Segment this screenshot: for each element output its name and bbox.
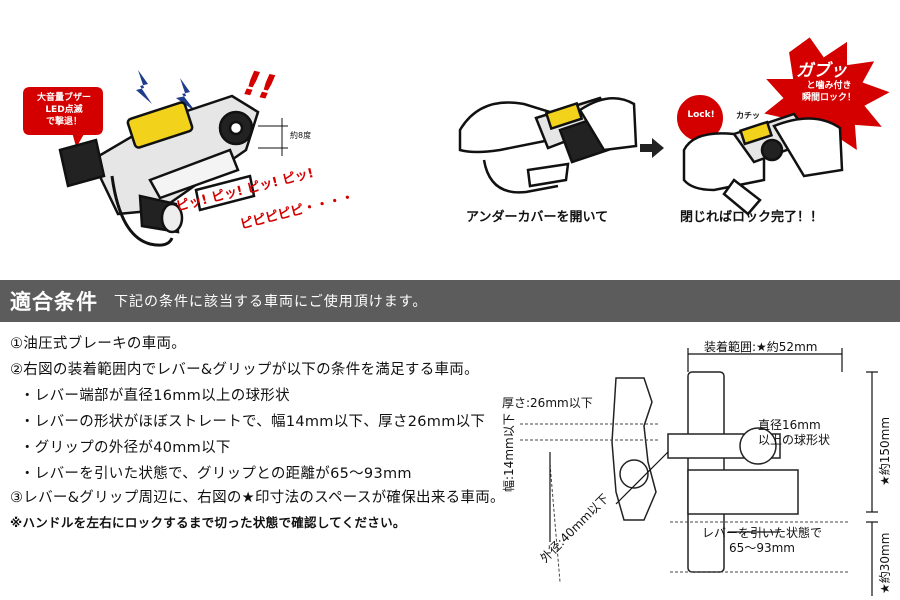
section-subtitle: 下記の条件に該当する車両にご使用頂けます。 [114,294,428,310]
buzzer-lock-illustration [21,70,288,247]
top-illustrations: 大音量ブザー LED点滅 で撃退！ 約8度 !! ピッ! ピッ! ピッ! ピッ!… [0,0,900,280]
condition-note: ※ハンドルを左右にロックするまで切った状態で確認してください。 [10,515,406,530]
height-30-label: ★約30mm [878,532,892,594]
open-cover-illustration [458,96,638,194]
condition-1: ①油圧式ブレーキの車両。 [10,336,187,352]
condition-2c: ・グリップの外径が40mm以下 [20,440,231,456]
arrow-right-icon [640,138,664,158]
buzzer-speech-text: 大音量ブザー LED点滅 で撃退！ [36,93,91,127]
condition-2d: ・レバーを引いた状態で、グリップとの距離が65〜93mm [20,466,412,482]
height-150-label: ★約150mm [878,416,892,486]
burst-big-text: ガブッ [796,61,847,81]
lever-distance-label: レバーを引いた状態で 65〜93mm [702,526,823,555]
conditions-area: ①油圧式ブレーキの車両。 ②右図の装着範囲内でレバー&グリップが以下の条件を満足… [0,322,900,600]
condition-2: ②右図の装着範囲内でレバー&グリップが以下の条件を満足する車両。 [10,362,479,378]
install-range-label: 装着範囲:★約52mm [704,340,818,354]
open-cover-caption: アンダーカバーを開いて [466,210,609,225]
width-label: 幅:14mm以下 [502,413,516,492]
locked-caption: 閉じればロック完了！！ [680,210,824,225]
condition-2b: ・レバーの形状がほぼストレートで、幅14mm以下、厚さ26mm以下 [20,414,486,430]
lock-badge-text: Lock! [687,110,715,120]
click-sound-text: カチッ [736,111,760,120]
locked-illustration [675,34,895,216]
section-title: 適合条件 [10,290,98,314]
thickness-label: 厚さ:26mm以下 [502,396,593,410]
ball-label: 直径16mm 以上の球形状 [758,418,831,447]
condition-2a: ・レバー端部が直径16mm以上の球形状 [20,388,290,404]
section-banner: 適合条件 下記の条件に該当する車両にご使用頂けます。 [0,280,900,322]
burst-small-text: と噛み付き 瞬間ロック！ [801,81,856,103]
condition-3: ③レバー&グリップ周辺に、右図の★印寸法のスペースが確保出来る車両。 [10,490,505,506]
dim-label: 約8度 [290,131,312,140]
dimension-diagram [520,348,878,596]
